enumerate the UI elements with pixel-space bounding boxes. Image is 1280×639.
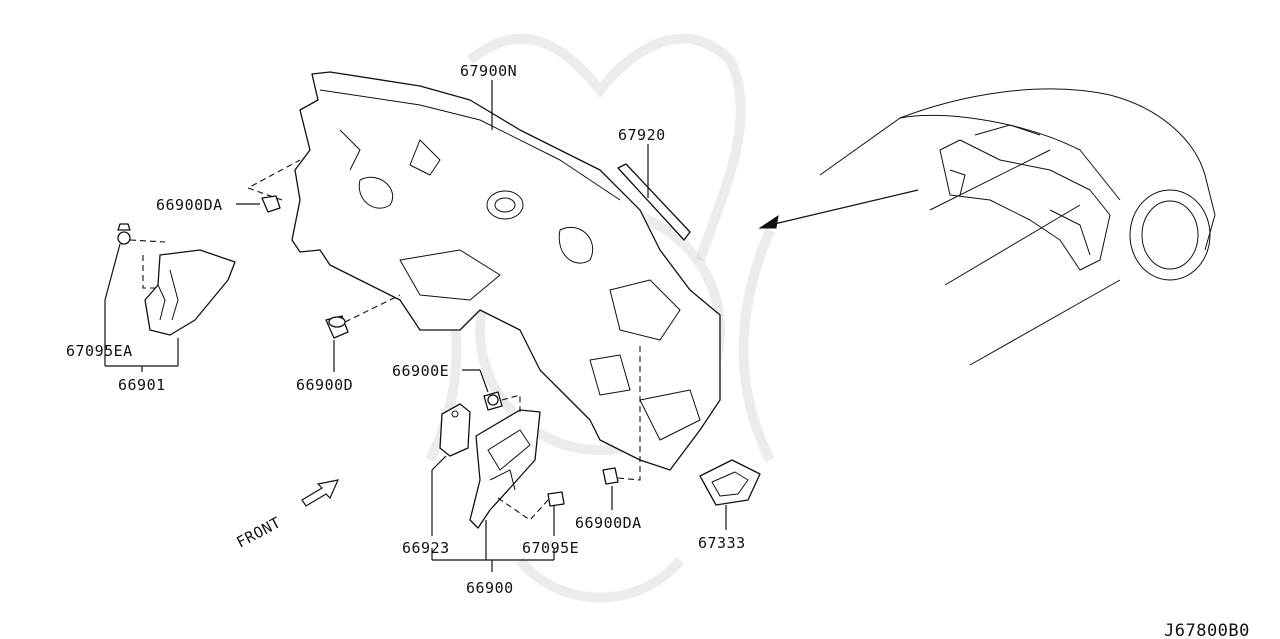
lower-panel-66900 [469,409,541,529]
label-67920: 67920 [618,126,666,144]
label-66900D: 66900D [296,376,353,394]
assembly-dashed-lines [129,159,641,521]
clip-66900D [325,315,349,339]
clip-66900DA-bottom [602,467,619,485]
label-66901: 66901 [118,376,166,394]
label-67095E: 67095E [522,539,579,557]
side-trim-66901 [144,249,236,336]
label-66900: 66900 [466,579,514,597]
clip-66900E [483,391,503,411]
reference-code: J67800B0 [1164,621,1250,639]
label-66900DA-bottom: 66900DA [575,514,642,532]
label-66900DA-top: 66900DA [156,196,223,214]
vehicle-overview-sketch [819,88,1216,366]
clip-67095EA [117,223,131,245]
label-67095EA: 67095EA [66,342,133,360]
front-arrow-icon [301,479,340,507]
dash-insulator-67900N [291,71,721,471]
pad-67333 [699,459,761,506]
direction-arrow [758,189,919,229]
label-67900N: 67900N [460,62,517,80]
bracket-66923 [439,403,471,457]
front-label: FRONT [233,513,284,551]
label-66900E: 66900E [392,362,449,380]
label-67333: 67333 [698,534,746,552]
leader-lines [104,80,727,572]
label-66923: 66923 [402,539,450,557]
clip-67095E [547,491,565,507]
seal-strip-67920 [617,163,691,241]
